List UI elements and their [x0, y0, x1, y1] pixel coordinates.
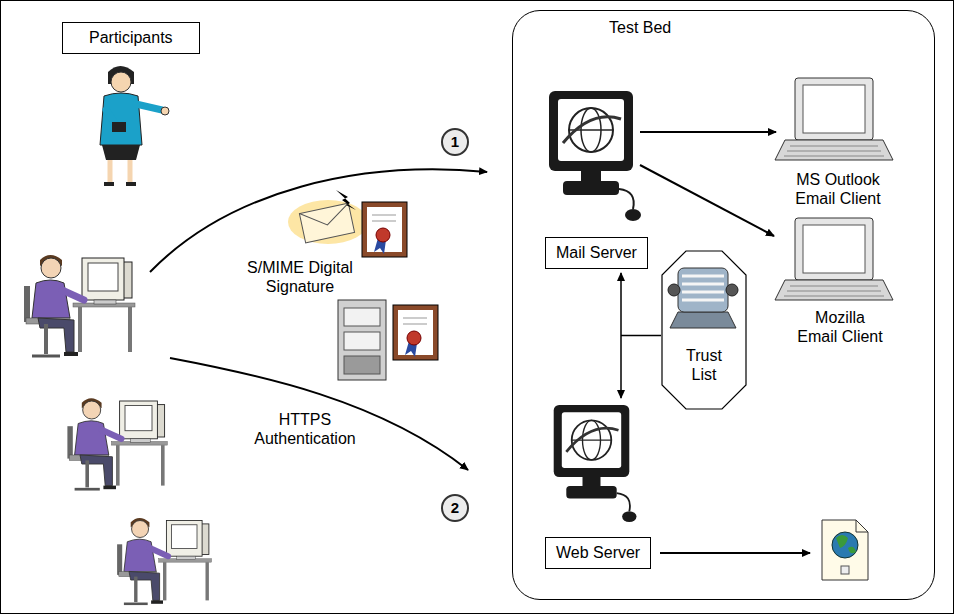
server-monitor [583, 477, 601, 486]
presenter-figure [161, 107, 169, 115]
presenter-figure [136, 104, 162, 110]
signed-email-icon [288, 190, 368, 244]
server-monitor [554, 405, 630, 477]
server-monitor [562, 412, 621, 468]
server-form-icon [338, 300, 386, 380]
node-text: 1 [443, 130, 467, 154]
server-label-box: Mail Server [545, 237, 648, 269]
mail-server: Mail Server [541, 81, 661, 269]
flow-arrow [660, 552, 810, 554]
certificate-icon [403, 318, 427, 324]
server-monitor [617, 493, 630, 511]
server-monitor [563, 181, 619, 195]
server-monitor [563, 117, 621, 143]
certificate-icon [393, 305, 438, 360]
rolodex-icon [668, 284, 680, 296]
web-page-icon [832, 532, 858, 558]
flow-arrow [150, 169, 487, 272]
server-monitor [619, 189, 634, 209]
presenter-figure [100, 66, 169, 184]
certificate-icon [362, 202, 407, 257]
rolodex-icon [682, 276, 724, 300]
server-monitor [558, 99, 624, 161]
illustration-layer [24, 255, 135, 356]
rolodex-icon [726, 284, 738, 296]
certificate-icon [407, 331, 421, 345]
web-page-icon [822, 520, 868, 580]
octagon-outline [662, 251, 746, 409]
certificate-icon [393, 305, 438, 360]
presenter-figure [112, 122, 126, 132]
node-text: Web Server [556, 544, 640, 562]
server-label-box: Web Server [545, 537, 651, 569]
node-text: 2 [443, 496, 467, 520]
illustration-layer [775, 218, 893, 300]
server-monitor [549, 91, 633, 171]
server-monitor [622, 511, 636, 522]
signed-email-icon [288, 200, 368, 244]
web-page-icon [856, 520, 868, 532]
server-monitor [566, 428, 618, 452]
rolodex-icon [668, 268, 738, 328]
rolodex-icon [670, 312, 736, 328]
certificate-icon [376, 228, 390, 242]
server-form-icon [338, 300, 386, 380]
flow-arrow [640, 165, 774, 236]
illustration-layer [775, 78, 893, 160]
server-monitor [625, 209, 641, 221]
presenter-figure [110, 160, 130, 182]
region-heading: Test Bed [609, 19, 671, 37]
annotation-label: Mozilla Email Client [795, 308, 885, 346]
presenter-figure [104, 182, 136, 186]
annotation-label: S/MIME Digital Signature [225, 258, 375, 296]
step-number: 2 [441, 494, 469, 522]
trust-list: Trust List [661, 250, 747, 410]
web-server: Web Server [541, 396, 661, 569]
presenter-figure [102, 145, 140, 160]
signed-email-icon [299, 203, 354, 243]
node-text: Trust List [677, 346, 731, 384]
certificate-icon [362, 202, 407, 257]
web-page-icon [822, 520, 868, 580]
flow-arrow [170, 358, 468, 470]
server-monitor [541, 396, 651, 531]
server-monitor [541, 81, 651, 231]
illustration-layer [117, 518, 211, 604]
annotation-label: MS Outlook Email Client [778, 170, 898, 208]
presenter-figure [111, 72, 131, 92]
node-text: Participants [89, 29, 173, 47]
illustration-layer [67, 398, 167, 489]
server-form-icon [344, 308, 380, 326]
certificate-icon [372, 215, 396, 221]
test-bed-region: Test Bed Mail ServerTrust List Web Serve… [512, 10, 935, 600]
server-form-icon [344, 332, 380, 350]
annotation-label: HTTPS Authentication [248, 410, 363, 448]
server-monitor [581, 171, 601, 181]
signed-email-icon [299, 203, 351, 230]
flow-arrow [640, 131, 776, 133]
web-page-icon [836, 535, 856, 553]
signed-email-icon [336, 190, 356, 210]
node-text: Mail Server [556, 244, 637, 262]
web-page-icon [841, 566, 849, 574]
octagon-outline [661, 250, 747, 410]
branch-line [621, 335, 661, 337]
server-form-icon [344, 356, 380, 374]
step-number: 1 [441, 128, 469, 156]
rolodex-icon [678, 268, 728, 312]
server-monitor [566, 486, 616, 499]
participants-box: Participants [62, 22, 200, 54]
